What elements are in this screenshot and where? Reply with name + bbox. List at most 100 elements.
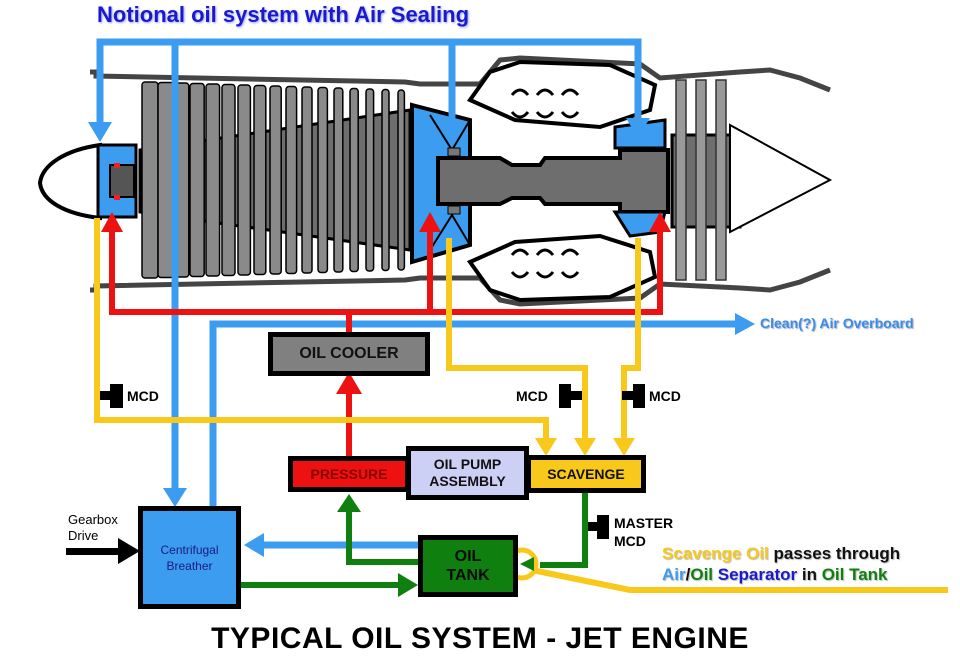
tank-label-line1: OIL	[454, 548, 482, 565]
note-line2: Air/Oil Separator in Oil Tank	[662, 564, 900, 585]
front-bearing	[109, 164, 135, 198]
note-segment: Oil	[690, 565, 714, 584]
scavenge-label: SCAVENGE	[547, 466, 625, 482]
mcd-plug-icon	[559, 384, 582, 408]
mcd-label-rear: MCD	[649, 388, 681, 404]
compressor-blade	[349, 87, 359, 273]
jet-engine	[37, 55, 833, 307]
oil-cooler-label: OIL COOLER	[299, 345, 399, 362]
combustor-scallop	[510, 271, 530, 279]
note-segment: /	[685, 565, 691, 584]
seal-mark	[114, 195, 120, 200]
compressor-blade	[189, 82, 205, 278]
compressor-blade	[221, 83, 236, 277]
return-lines	[240, 492, 588, 588]
seal-mark	[114, 163, 120, 168]
combustor-scallop	[560, 111, 580, 119]
master-mcd-line1: MASTER	[614, 515, 674, 531]
casing-bottom	[90, 267, 831, 307]
mcd-plug-icon	[588, 515, 609, 539]
arrowhead-icon	[336, 372, 362, 394]
turbine-blade	[715, 79, 727, 281]
arrowhead-icon	[440, 122, 464, 142]
oil-pump-assembly-box: OIL PUMP ASSEMBLY	[406, 446, 529, 500]
bearing-block	[447, 147, 461, 157]
note-segment: Scavenge Oil	[662, 544, 769, 563]
combustor-scallop	[535, 271, 555, 279]
scavenge-arrowheads	[535, 438, 635, 456]
main-title: TYPICAL OIL SYSTEM - JET ENGINE	[211, 622, 749, 655]
pressure-feed-manifold	[109, 228, 663, 315]
exhaust-cone	[729, 123, 833, 234]
note-segment: passes through	[768, 544, 901, 563]
note-segment: in	[797, 565, 822, 584]
tank-to-pressure	[346, 510, 420, 565]
scavenge-center	[446, 238, 588, 440]
note-segment: Air	[662, 565, 686, 584]
pressure-label: PRESSURE	[310, 466, 388, 482]
bearing-block	[447, 205, 461, 215]
arrowhead-icon	[398, 573, 418, 597]
oil-tank-box: OIL TANK	[418, 535, 518, 597]
arrowhead-icon	[574, 438, 596, 456]
breather-label-line1: Centrifugal	[160, 542, 219, 557]
compressor-blade	[205, 83, 221, 277]
compressor-blade	[301, 86, 313, 274]
centrifugal-breather-box: Centrifugal Breather	[138, 506, 241, 609]
combustor-scallops	[510, 88, 580, 279]
combustor-scallop	[535, 248, 555, 256]
arrowhead-icon	[535, 438, 557, 456]
combustor-scallop	[535, 111, 555, 119]
note-line1: Scavenge Oil passes through	[662, 543, 900, 564]
arrowhead-icon	[520, 557, 534, 571]
turbine-blade	[695, 79, 707, 281]
mcd-plug-icon	[100, 384, 123, 408]
gearbox-drive-label: Gearbox Drive	[68, 512, 118, 544]
oil-cooler-box: OIL COOLER	[268, 332, 430, 376]
return-arrowheads	[337, 494, 534, 597]
air-arrowheads	[88, 118, 755, 557]
compressor-blade	[157, 81, 175, 279]
compressor-blade	[253, 84, 267, 276]
nose-cone	[37, 142, 102, 221]
gearbox-line1: Gearbox	[68, 512, 118, 527]
scavenge-lines	[94, 218, 948, 593]
combustor-scallop	[560, 271, 580, 279]
separator-note: Scavenge Oil passes through Air/Oil Sepa…	[662, 543, 900, 585]
pressure-box: PRESSURE	[288, 456, 410, 492]
master-mcd-line2: MCD	[614, 533, 646, 549]
arrowhead-icon	[101, 212, 123, 232]
casing-top	[90, 55, 831, 93]
arrowhead-icon	[337, 494, 361, 512]
arrowhead-icon	[735, 313, 755, 335]
note-segment: Oil Tank	[821, 565, 888, 584]
compressor-blade	[333, 87, 344, 273]
turbine-blade	[675, 79, 687, 281]
tank-label-line2: TANK	[446, 567, 490, 584]
compressor-blade	[141, 81, 159, 279]
combustor-scallop	[560, 248, 580, 256]
arrowhead-icon	[419, 212, 441, 232]
gearbox-line2: Drive	[68, 528, 99, 543]
arrowhead-icon	[649, 212, 671, 232]
pump-label-line1: OIL PUMP	[433, 456, 502, 472]
master-mcd-label: MASTER MCD	[614, 514, 673, 550]
mcd-plugs	[100, 384, 645, 539]
compressor-blade	[381, 88, 390, 272]
compressor-blade	[237, 84, 252, 276]
scavenge-front	[94, 218, 549, 440]
pressure-arrowheads	[101, 212, 671, 394]
scavenge-to-separator	[531, 567, 948, 593]
combustor-bottom	[466, 233, 658, 303]
air-line-overboard	[209, 320, 740, 510]
mcd-label-front: MCD	[127, 388, 159, 404]
arrowhead-icon	[613, 438, 635, 456]
main-shaft	[436, 148, 670, 214]
breather-label-line2: Breather	[166, 558, 213, 573]
combustor-scallop	[510, 88, 530, 96]
scavenge-rear	[621, 238, 641, 440]
combustor-scallop	[560, 88, 580, 96]
pump-label-line2: ASSEMBLY	[429, 473, 506, 489]
arrowhead-icon	[88, 122, 112, 142]
